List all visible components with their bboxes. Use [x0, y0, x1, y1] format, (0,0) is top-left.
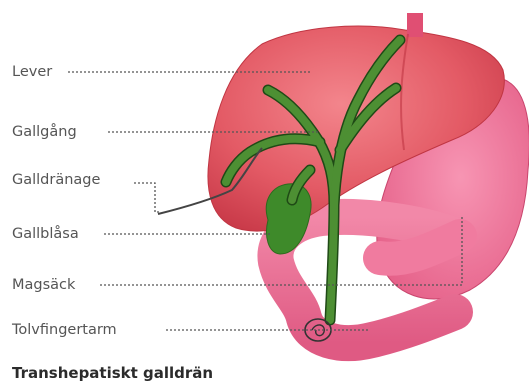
- label-lever: Lever: [12, 63, 52, 81]
- leader-galldranage: [134, 183, 160, 212]
- figure-caption: Transhepatiskt galldrän: [12, 364, 213, 382]
- label-gallblasa: Gallblåsa: [12, 225, 79, 243]
- label-galldranage: Galldränage: [12, 171, 100, 189]
- falciform-ligament: [407, 13, 423, 37]
- label-gallgang: Gallgång: [12, 123, 77, 141]
- label-magsack: Magsäck: [12, 276, 75, 294]
- label-tolvfingertarm: Tolvfingertarm: [12, 321, 117, 339]
